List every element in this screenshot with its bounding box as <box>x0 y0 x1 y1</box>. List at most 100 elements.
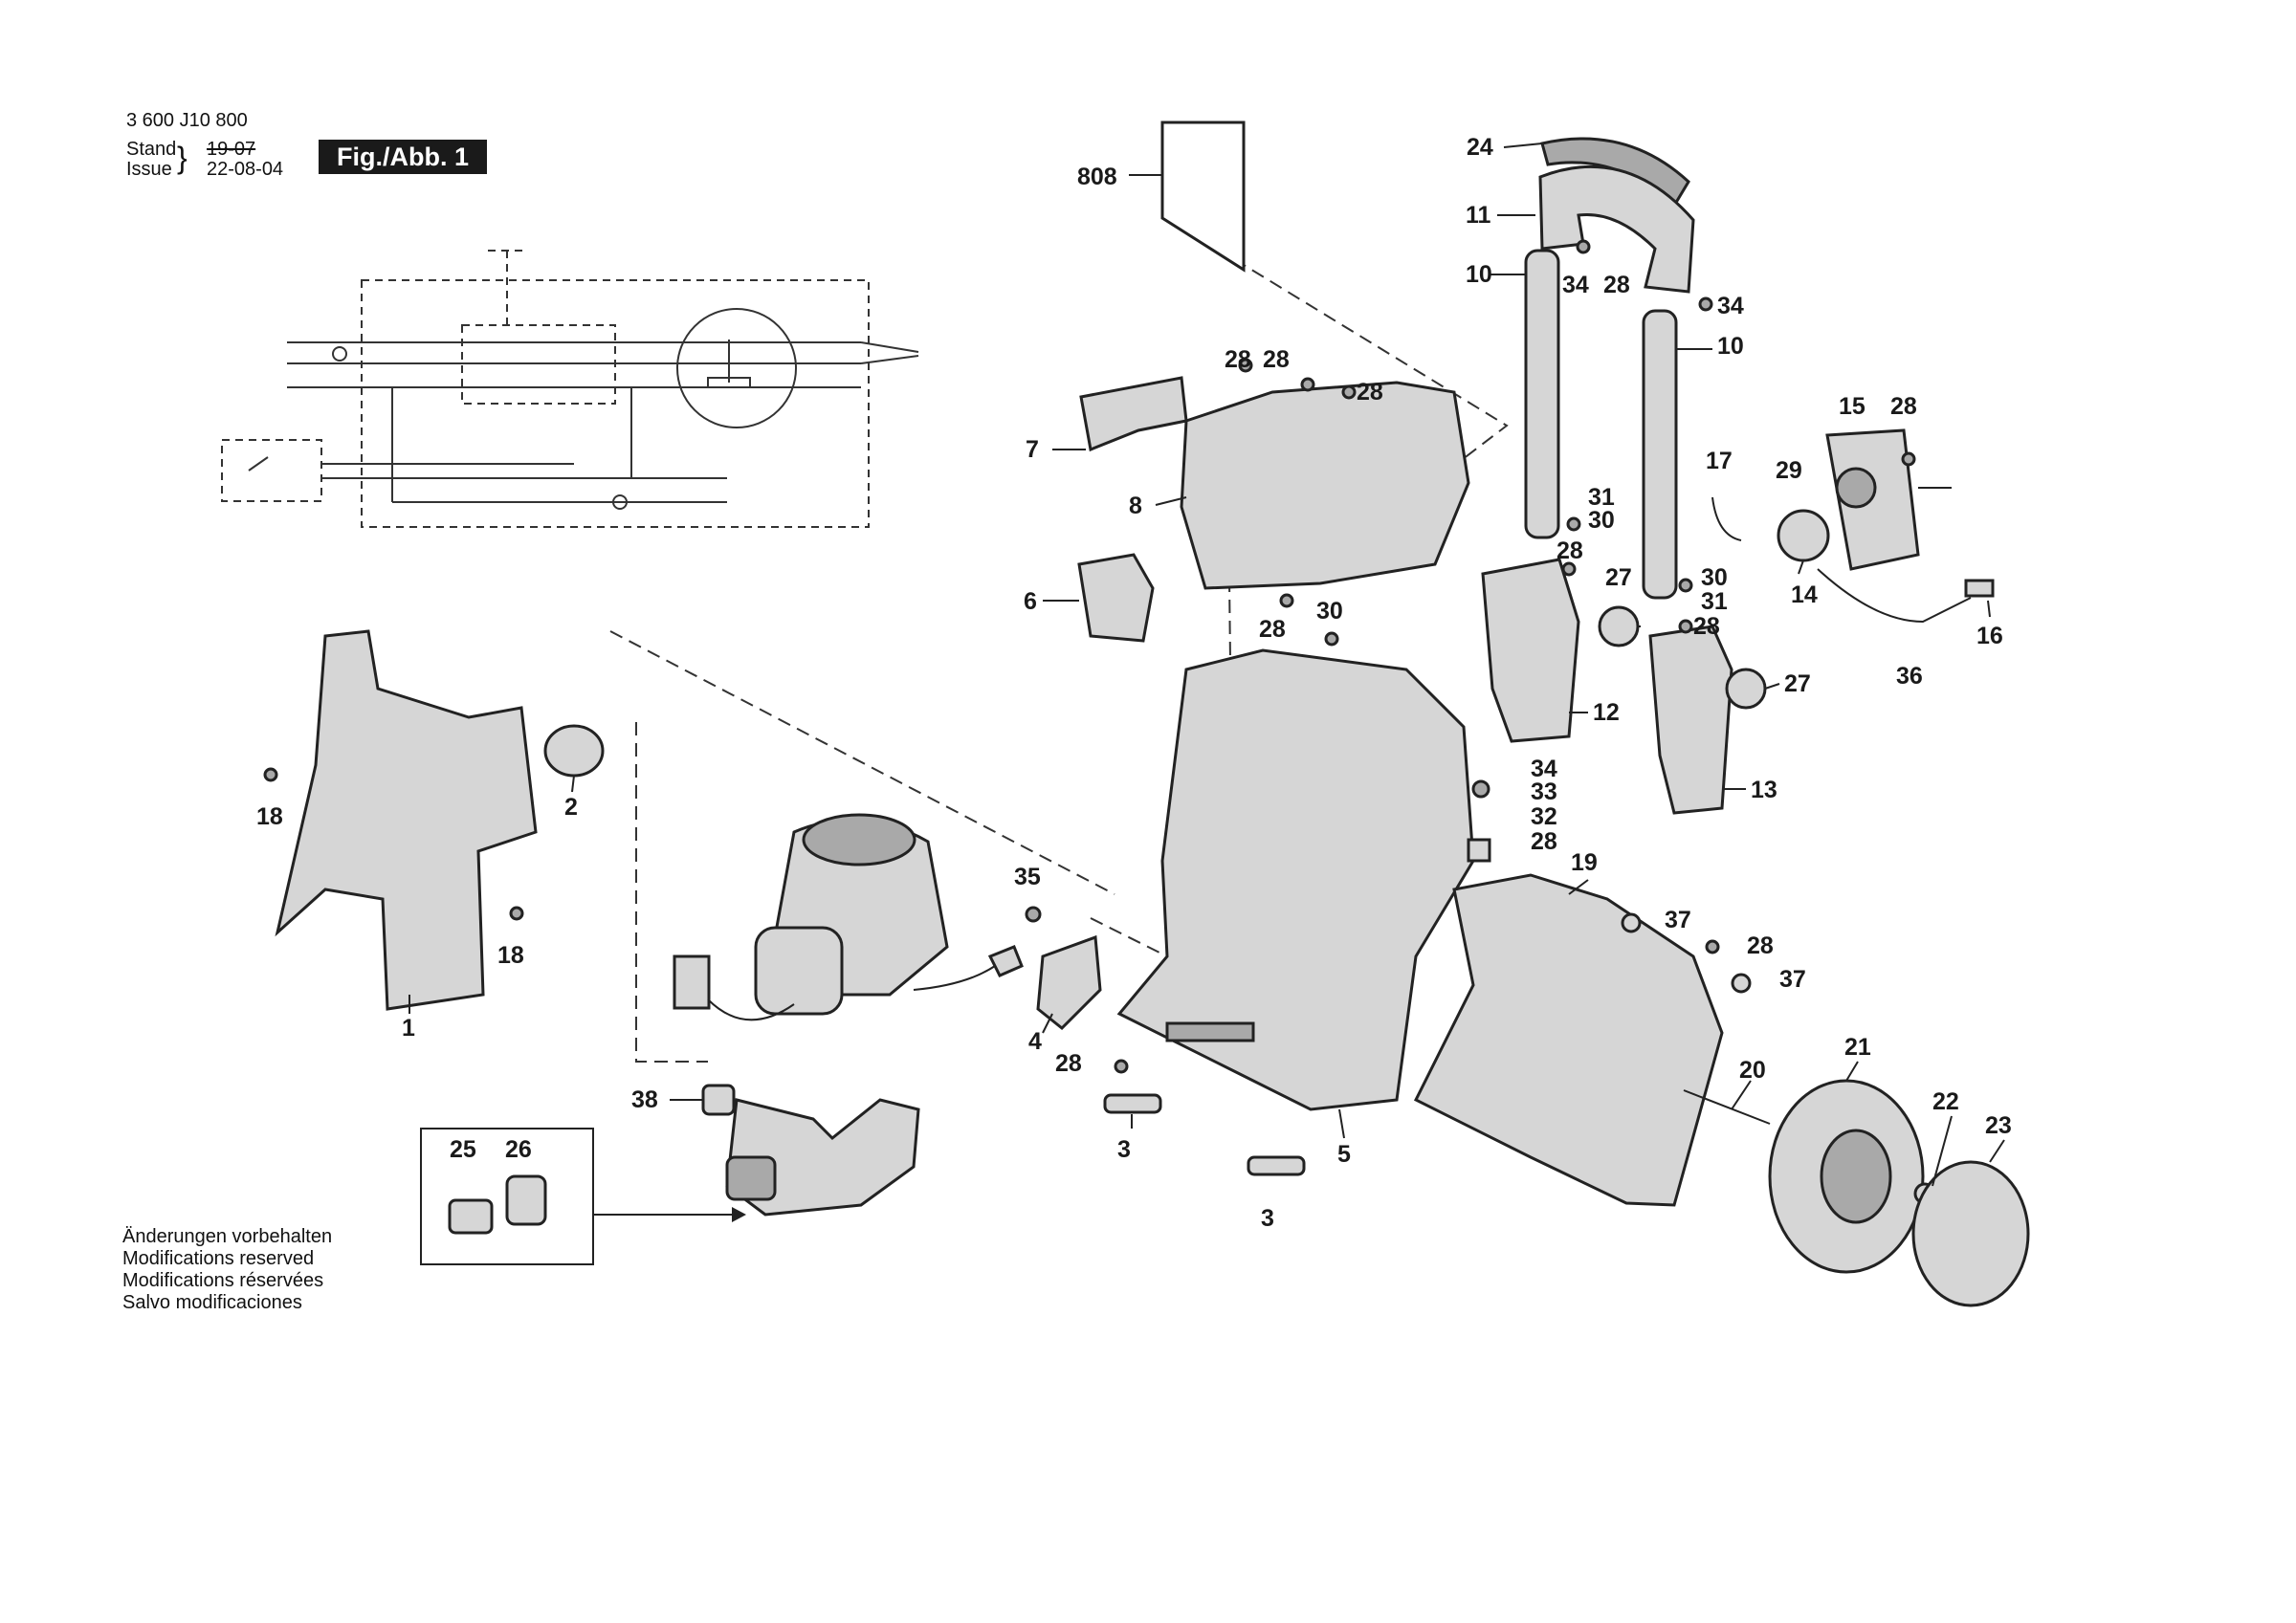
part-motor-assembly <box>673 813 1024 1021</box>
callout-19: 19 <box>1571 849 1598 876</box>
brace-mark: } <box>177 141 188 175</box>
callout-8: 8 <box>1129 493 1142 519</box>
callout-34-side: 34 <box>1531 756 1557 782</box>
part-foot-3b <box>1247 1155 1306 1176</box>
callout-25: 25 <box>450 1136 476 1163</box>
callout-17: 17 <box>1706 448 1733 474</box>
callout-34-right: 34 <box>1717 293 1744 319</box>
part-top-housing <box>1180 381 1470 590</box>
part-valve-14 <box>1777 509 1830 562</box>
part-front-cover <box>275 629 538 1011</box>
part-plate-15-hole <box>1835 467 1877 509</box>
stand-date: 19-07 <box>207 139 256 160</box>
part-filter-26 <box>505 1174 547 1226</box>
part-knob-27b <box>1725 668 1767 710</box>
callout-26: 26 <box>505 1136 532 1163</box>
callout-37-right: 37 <box>1779 966 1806 993</box>
callout-27-top: 27 <box>1605 564 1632 591</box>
callout-31-top: 31 <box>1588 484 1615 511</box>
callout-28-housing-a: 28 <box>1225 346 1251 373</box>
part-bracket-13 <box>1648 625 1733 815</box>
callout-labels: 808 24 11 10 34 28 34 10 28 28 28 7 8 15… <box>256 134 2012 1232</box>
part-switch-box <box>673 954 711 1010</box>
callout-28-top: 28 <box>1603 272 1630 298</box>
issue-date: 22-08-04 <box>207 159 284 180</box>
part-tube-right <box>1642 309 1678 600</box>
callout-3-left: 3 <box>1117 1136 1131 1163</box>
callout-28-plate: 28 <box>1890 393 1917 420</box>
callout-808: 808 <box>1077 164 1117 190</box>
figure-badge: Fig./Abb. 1 <box>319 140 487 174</box>
callout-37-top: 37 <box>1665 907 1691 933</box>
callout-38: 38 <box>631 1086 658 1113</box>
footer-note-en: Modifications reserved <box>122 1248 315 1269</box>
callout-27-right: 27 <box>1784 670 1811 697</box>
callout-4: 4 <box>1028 1028 1042 1055</box>
callout-36: 36 <box>1896 663 1923 690</box>
callout-10-right: 10 <box>1717 333 1744 360</box>
part-wheel-21-hub <box>1820 1129 1892 1224</box>
part-hubcap-23 <box>1911 1160 2030 1307</box>
callout-24: 24 <box>1467 134 1493 161</box>
issue-label: Issue <box>126 159 172 180</box>
part-number: 3 600 J10 800 <box>126 110 248 131</box>
part-fitting-16 <box>1964 579 1995 598</box>
callout-3-bottom: 3 <box>1261 1205 1274 1232</box>
callout-18-right: 18 <box>497 942 524 969</box>
callout-10-left: 10 <box>1466 261 1492 288</box>
footer-note-es: Salvo modificaciones <box>122 1292 302 1313</box>
stand-label: Stand <box>126 139 177 160</box>
callout-30-top: 30 <box>1588 507 1615 534</box>
callout-28-rear: 28 <box>1747 932 1774 959</box>
callout-31-right: 31 <box>1701 588 1728 615</box>
callout-14: 14 <box>1791 581 1818 608</box>
callout-28-bracket: 28 <box>1556 537 1583 564</box>
part-rear-housing <box>1413 873 1724 1207</box>
part-knob-27a <box>1598 605 1640 647</box>
callout-5: 5 <box>1337 1141 1351 1168</box>
callout-12: 12 <box>1593 699 1620 726</box>
callout-11: 11 <box>1466 202 1491 229</box>
callout-6: 6 <box>1024 588 1037 615</box>
callout-18-left: 18 <box>256 803 283 830</box>
part-axle-20 <box>1683 1089 1771 1125</box>
part-handle-grip <box>1540 137 1690 208</box>
footer-note-de: Änderungen vorbehalten <box>122 1226 333 1247</box>
part-handle <box>1538 164 1695 294</box>
callout-35: 35 <box>1014 864 1041 890</box>
callout-7: 7 <box>1026 436 1039 463</box>
part-tube-left <box>1524 249 1560 539</box>
callout-28-housing-c: 28 <box>1357 379 1383 406</box>
callout-2: 2 <box>564 794 578 821</box>
callout-1: 1 <box>402 1015 415 1042</box>
part-hose-17 <box>1711 496 1742 541</box>
callout-28-side: 28 <box>1531 828 1557 855</box>
part-bracket-4 <box>1036 934 1102 1031</box>
callout-32: 32 <box>1531 803 1557 830</box>
callout-28-bracket-4: 28 <box>1055 1050 1082 1077</box>
callout-21: 21 <box>1844 1034 1871 1061</box>
part-plate-15 <box>1825 428 1920 571</box>
callout-28-bracket-13: 28 <box>1693 613 1720 640</box>
callout-34-top: 34 <box>1562 272 1589 298</box>
wiring-schematic <box>221 250 919 528</box>
part-fitting-25 <box>448 1198 494 1235</box>
part-manual-sheet <box>1160 121 1246 273</box>
leader-lines <box>408 143 2005 1187</box>
callout-28-housing-b: 28 <box>1263 346 1290 373</box>
part-main-body <box>1116 648 1475 1111</box>
callout-30-body: 30 <box>1316 598 1343 625</box>
callout-15: 15 <box>1839 393 1866 420</box>
callout-13: 13 <box>1751 777 1777 803</box>
callout-23: 23 <box>1985 1112 2012 1139</box>
part-foot-3a <box>1103 1093 1162 1114</box>
part-cap-2 <box>543 724 605 778</box>
part-cover-7 <box>1079 376 1188 452</box>
footer-note-fr: Modifications réservées <box>122 1270 324 1291</box>
part-bracket-12 <box>1481 558 1580 743</box>
callout-28-body: 28 <box>1259 616 1286 643</box>
callout-33: 33 <box>1531 779 1557 805</box>
part-main-body-grille <box>1165 1021 1255 1042</box>
callout-20: 20 <box>1739 1057 1766 1084</box>
